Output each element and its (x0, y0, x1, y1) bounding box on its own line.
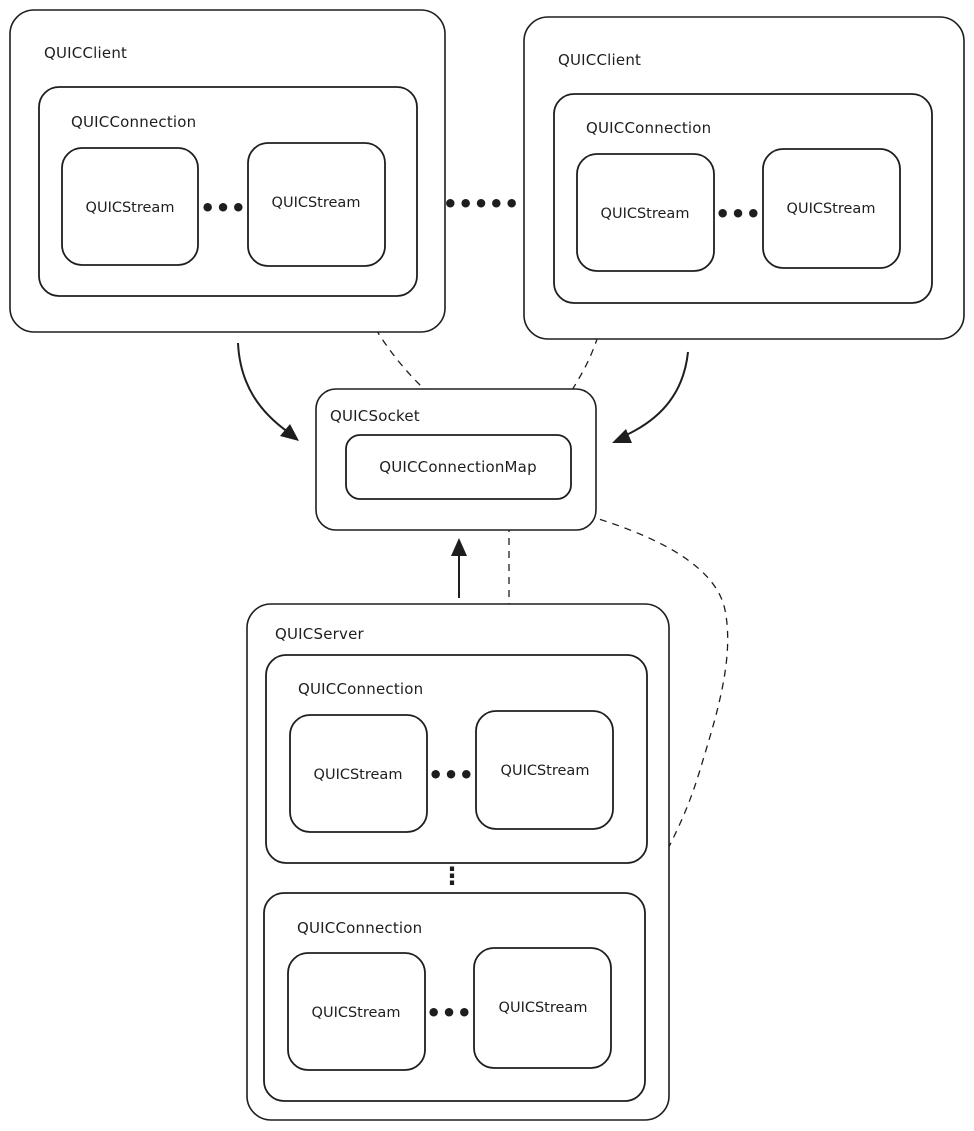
arrow-server-head (451, 538, 467, 556)
stream-ellipsis: ••• (715, 200, 761, 228)
arrow-client1-to-socket (237, 342, 289, 433)
stream-label: QUICStream (501, 763, 590, 779)
stream-label: QUICStream (86, 200, 175, 216)
connection-map-box: QUICConnectionMap (345, 434, 572, 500)
connection-title: QUICConnection (71, 113, 196, 131)
stream-box: QUICStream (576, 153, 715, 272)
connection-box: QUICConnection QUICStream ••• QUICStream (553, 93, 933, 304)
stream-box: QUICStream (475, 710, 614, 830)
stream-box: QUICStream (762, 148, 901, 269)
dashed-link-socket-server-connection2 (574, 511, 729, 896)
client-title: QUICClient (558, 51, 641, 69)
server-box: QUICServer QUICConnection QUICStream •••… (246, 603, 670, 1121)
connection-map-label: QUICConnectionMap (379, 458, 537, 476)
client-box-2: QUICClient QUICConnection QUICStream •••… (523, 16, 965, 340)
arrow-client1-head (280, 424, 299, 441)
connection-title: QUICConnection (586, 119, 711, 137)
connection-title: QUICConnection (298, 680, 423, 698)
stream-label: QUICStream (314, 767, 403, 783)
clients-ellipsis: ••••• (443, 190, 520, 218)
stream-ellipsis: ••• (200, 194, 246, 222)
stream-label: QUICStream (272, 195, 361, 211)
client-title: QUICClient (44, 44, 127, 62)
stream-ellipsis: ••• (426, 999, 472, 1027)
stream-label: QUICStream (312, 1005, 401, 1021)
server-title: QUICServer (275, 625, 365, 643)
stream-box: QUICStream (287, 952, 426, 1071)
client-box-1: QUICClient QUICConnection QUICStream •••… (9, 9, 446, 333)
stream-label: QUICStream (499, 1000, 588, 1016)
arrow-client2-head (612, 429, 632, 443)
connection-title: QUICConnection (297, 919, 422, 937)
connection-box: QUICConnection QUICStream ••• QUICStream (38, 86, 418, 297)
stream-box: QUICStream (473, 947, 612, 1069)
socket-box: QUICSocket QUICConnectionMap (315, 388, 597, 531)
arrow-client2-to-socket (623, 351, 689, 437)
socket-title: QUICSocket (330, 407, 420, 425)
stream-ellipsis: ••• (428, 761, 474, 789)
stream-label: QUICStream (601, 206, 690, 222)
connections-ellipsis: ⋮ (440, 862, 464, 890)
connection-box: QUICConnection QUICStream ••• QUICStream (263, 892, 646, 1102)
connection-box: QUICConnection QUICStream ••• QUICStream (265, 654, 648, 864)
stream-label: QUICStream (787, 201, 876, 217)
stream-box: QUICStream (247, 142, 386, 267)
stream-box: QUICStream (289, 714, 428, 833)
stream-box: QUICStream (61, 147, 199, 266)
